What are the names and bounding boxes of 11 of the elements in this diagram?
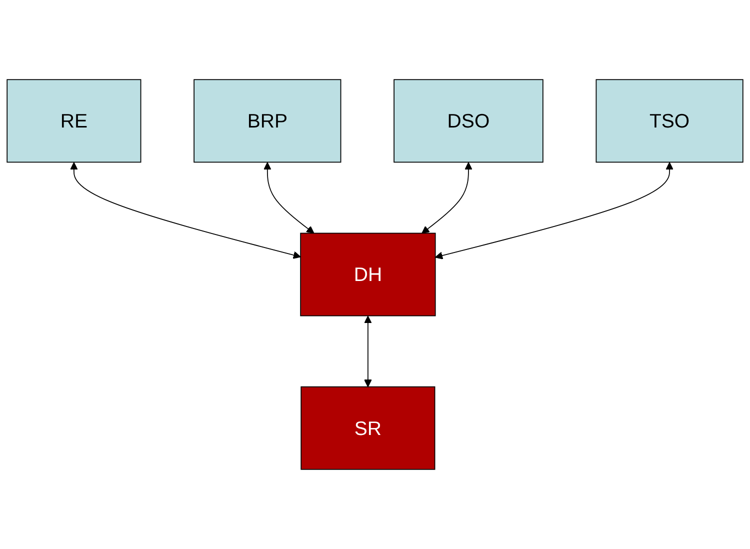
node-box: SR	[300, 386, 436, 470]
node-box: DH	[300, 232, 436, 316]
arrow	[422, 162, 472, 234]
arrow	[364, 316, 372, 388]
node-box: TSO	[596, 79, 744, 163]
node-box: BRP	[194, 79, 342, 163]
arrow	[70, 162, 301, 259]
arrow	[264, 162, 314, 234]
node-box: DSO	[394, 79, 544, 163]
node-box: RE	[6, 79, 142, 163]
arrow	[434, 162, 674, 260]
